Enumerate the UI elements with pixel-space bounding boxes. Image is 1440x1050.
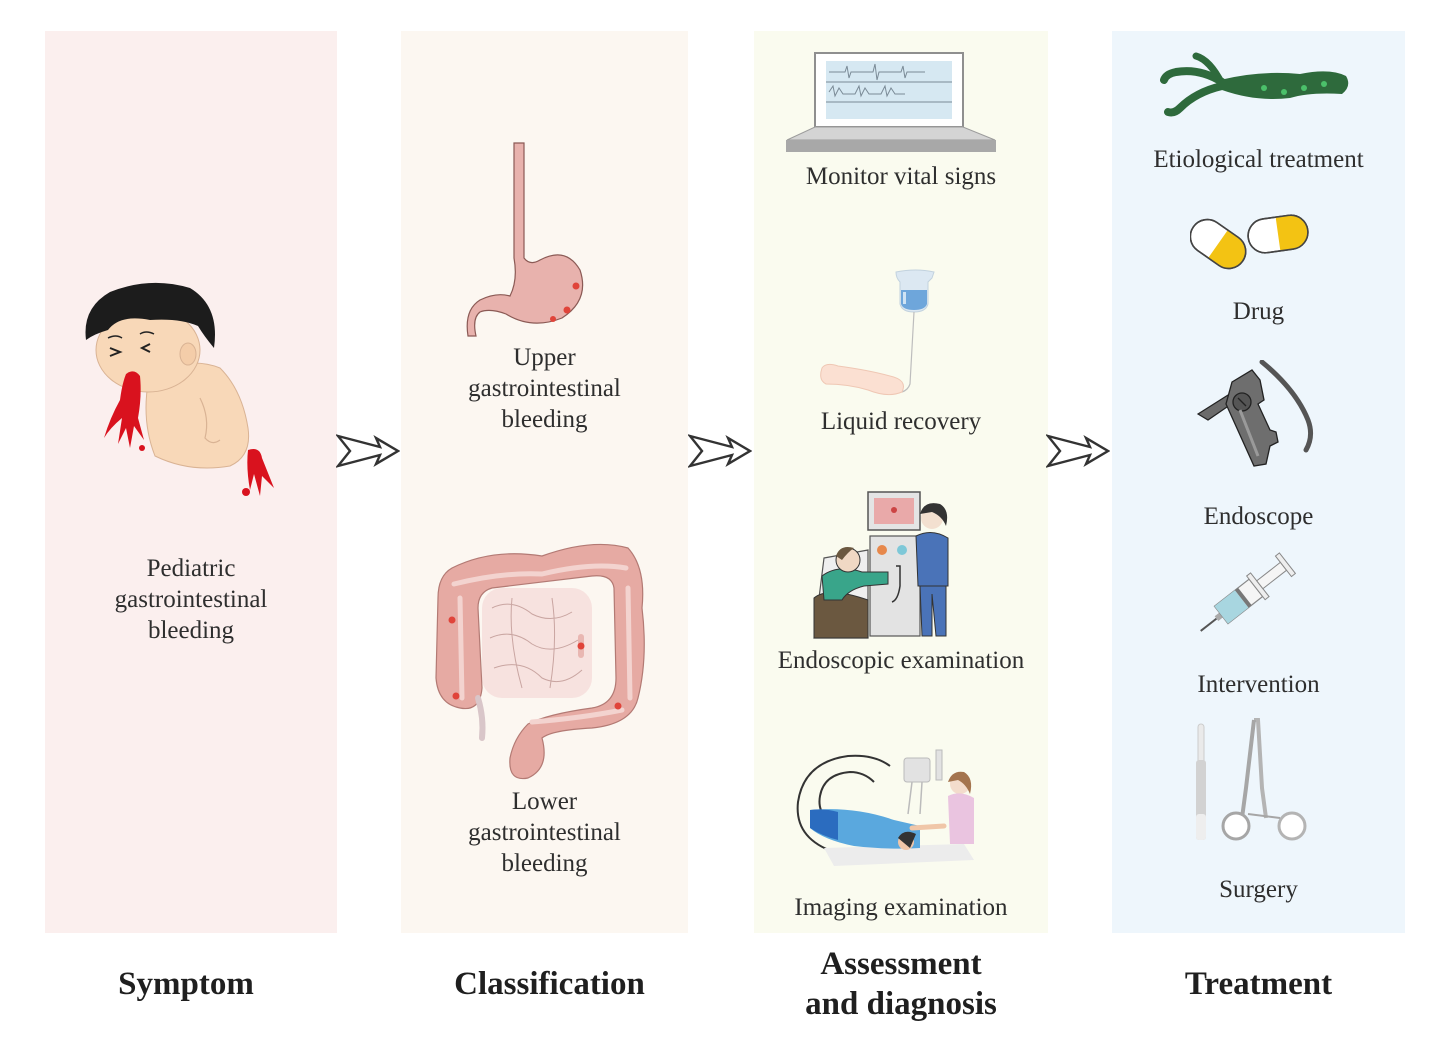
syringe-icon: [1200, 552, 1297, 632]
symptom-panel: [45, 31, 337, 933]
ct-scanner-icon: [796, 749, 974, 866]
treatment-panel: [1112, 31, 1405, 933]
label-line: Lower: [511, 788, 578, 815]
stage-title-assessment: Assessment and diagnosis: [754, 944, 1048, 1024]
etiological-treatment-label: Etiological treatment: [1153, 146, 1364, 173]
classification-panel: [401, 31, 688, 933]
upper-gi-label: Upper gastrointestinal bleeding: [401, 342, 688, 435]
iv-drip-icon: [820, 269, 935, 396]
stomach-icon: [466, 142, 584, 337]
surgery-label: Surgery: [1219, 876, 1298, 903]
bacterium-icon: [1160, 52, 1349, 117]
symptom-label: Pediatric gastrointestinal bleeding: [45, 553, 337, 646]
liquid-recovery-label: Liquid recovery: [820, 408, 982, 435]
monitor-vital-signs-label: Monitor vital signs: [805, 163, 997, 190]
imaging-examination-label: Imaging examination: [794, 894, 1008, 921]
arrow-right-icon: [688, 434, 752, 468]
label-line: bleeding: [501, 850, 588, 877]
label-line: bleeding: [147, 617, 235, 644]
stage-title-classification: Classification: [454, 966, 645, 1002]
label-line: bleeding: [501, 406, 588, 433]
arrow-right-icon: [1046, 434, 1110, 468]
label-line: Pediatric: [146, 555, 236, 582]
endoscopy-exam-icon: [813, 491, 949, 639]
arrow-right-icon: [336, 434, 400, 468]
colon-icon: [435, 543, 645, 780]
intervention-label: Intervention: [1197, 671, 1320, 698]
child-vomiting-blood-icon: [85, 282, 274, 496]
vital-signs-monitor-icon: [786, 52, 996, 152]
lower-gi-label: Lower gastrointestinal bleeding: [401, 786, 688, 879]
label-line: gastrointestinal: [114, 586, 268, 613]
label-line: gastrointestinal: [468, 375, 621, 402]
title-line: Assessment: [820, 946, 982, 982]
label-line: Upper: [513, 344, 576, 371]
stage-title-treatment: Treatment: [1184, 966, 1333, 1002]
surgical-tools-icon: [1196, 718, 1307, 841]
title-line: and diagnosis: [805, 986, 997, 1022]
capsule-pills-icon: [1190, 214, 1309, 270]
endoscopic-examination-label: Endoscopic examination: [777, 647, 1025, 674]
stage-title-symptom: Symptom: [118, 966, 254, 1002]
endoscope-icon: [1196, 360, 1314, 467]
drug-label: Drug: [1232, 298, 1285, 325]
endoscope-label: Endoscope: [1203, 503, 1314, 530]
label-line: gastrointestinal: [468, 819, 621, 846]
